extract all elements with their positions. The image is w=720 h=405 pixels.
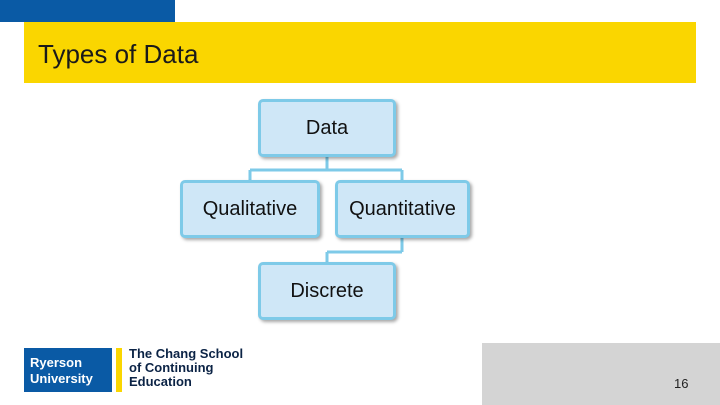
title-bar: Types of Data bbox=[24, 22, 696, 83]
slide-title: Types of Data bbox=[38, 39, 199, 69]
corner-accent bbox=[0, 0, 175, 22]
school-line-2: of Continuing bbox=[129, 360, 214, 375]
logo-line-ryerson: Ryerson bbox=[30, 355, 83, 370]
chang-school-text: The Chang School of Continuing Education bbox=[129, 347, 269, 389]
node-quantitative: Quantitative bbox=[335, 180, 470, 238]
school-line-3: Education bbox=[129, 374, 192, 389]
logo-yellow-bar bbox=[116, 348, 122, 392]
page-number-box bbox=[482, 343, 720, 405]
node-qualitative: Qualitative bbox=[180, 180, 320, 238]
page-number: 16 bbox=[674, 376, 689, 391]
ryerson-logo-block: Ryerson University bbox=[24, 348, 112, 392]
node-data: Data bbox=[258, 99, 396, 157]
logo-line-university: University bbox=[30, 371, 93, 386]
node-discrete: Discrete bbox=[258, 262, 396, 320]
school-line-1: The Chang School bbox=[129, 346, 244, 361]
